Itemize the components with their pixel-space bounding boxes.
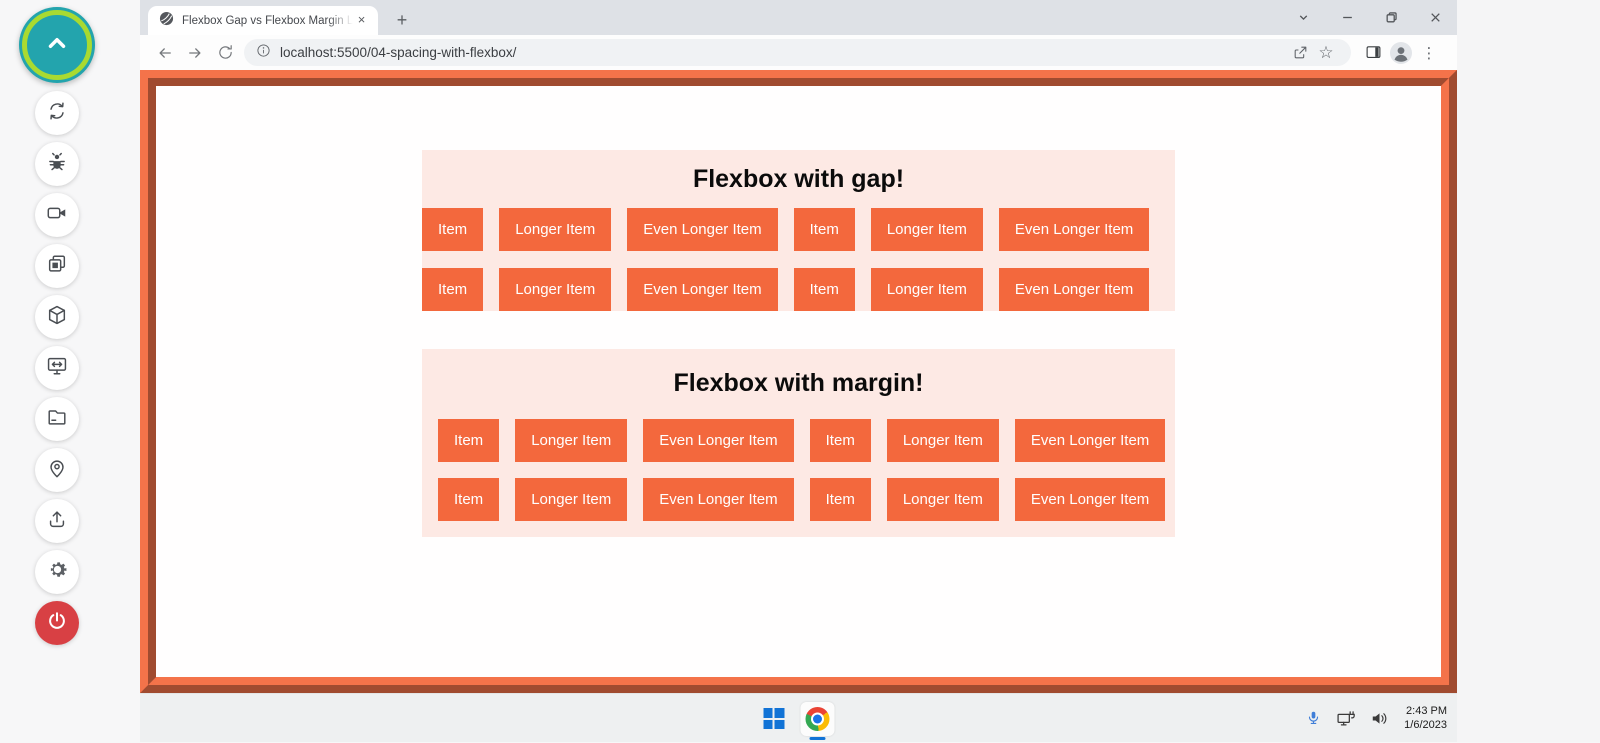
site-info-icon[interactable]	[256, 43, 271, 63]
video-camera-icon	[46, 202, 68, 229]
sync-button[interactable]	[35, 91, 79, 135]
bug-icon	[46, 151, 68, 178]
profile-avatar[interactable]	[1387, 39, 1415, 67]
power-icon	[46, 610, 68, 637]
flex-item: Even Longer Item	[1014, 419, 1166, 462]
margin-row-1: Item Longer Item Even Longer Item Item L…	[430, 411, 1167, 470]
flex-item: Item	[422, 268, 484, 311]
taskbar-clock[interactable]: 2:43 PM 1/6/2023	[1404, 705, 1451, 733]
side-panel-icon[interactable]	[1359, 39, 1387, 67]
address-bar[interactable]: localhost:5500/04-spacing-with-flexbox/ …	[244, 39, 1351, 66]
flex-item: Longer Item	[886, 478, 999, 521]
flex-item: Item	[793, 268, 855, 311]
flex-item: Longer Item	[870, 268, 983, 311]
location-button[interactable]	[35, 448, 79, 492]
clock-date: 1/6/2023	[1404, 718, 1447, 731]
location-pin-icon	[46, 457, 68, 484]
flex-item: Even Longer Item	[1014, 478, 1166, 521]
flex-item: Even Longer Item	[627, 208, 778, 251]
flex-item: Item	[438, 478, 500, 521]
record-video-button[interactable]	[35, 193, 79, 237]
system-tray: 2:43 PM 1/6/2023	[1301, 694, 1451, 743]
tab-title: Flexbox Gap vs Flexbox Margin L	[182, 14, 353, 27]
recorder-sidebar	[0, 0, 140, 742]
globe-favicon-icon	[159, 11, 174, 31]
flexbox-margin-section: Flexbox with margin! Item Longer Item Ev…	[422, 349, 1175, 537]
microphone-icon[interactable]	[1301, 710, 1325, 727]
bookmark-star-icon[interactable]: ☆	[1318, 42, 1334, 62]
chevron-down-icon[interactable]	[1281, 0, 1325, 35]
captured-screen: Flexbox Gap vs Flexbox Margin L × +	[140, 0, 1457, 742]
bug-button[interactable]	[35, 142, 79, 186]
flex-item: Item	[809, 478, 871, 521]
flex-item: Longer Item	[499, 208, 612, 251]
chrome-taskbar-button[interactable]	[800, 701, 834, 740]
browser-menu-icon[interactable]: ⋮	[1421, 44, 1437, 62]
folder-button[interactable]	[35, 397, 79, 441]
recorder-toggle-button[interactable]	[19, 7, 95, 83]
reload-icon[interactable]	[210, 39, 240, 67]
flex-item: Even Longer Item	[998, 268, 1150, 311]
sync-icon	[46, 100, 68, 127]
upload-icon	[46, 508, 68, 535]
back-icon[interactable]	[150, 39, 180, 67]
upload-button[interactable]	[35, 499, 79, 543]
package-button[interactable]	[35, 295, 79, 339]
active-app-indicator	[809, 736, 825, 740]
flex-item: Item	[809, 419, 871, 462]
flex-item: Item	[793, 208, 855, 251]
forward-icon[interactable]	[180, 39, 210, 67]
browser-tab-strip: Flexbox Gap vs Flexbox Margin L × +	[140, 0, 1457, 35]
margin-section-title: Flexbox with margin!	[673, 369, 924, 397]
gap-row-1: Item Longer Item Even Longer Item Item L…	[422, 208, 1175, 251]
new-tab-button[interactable]: +	[396, 10, 408, 30]
flex-item: Even Longer Item	[998, 208, 1150, 251]
flex-item: Even Longer Item	[643, 419, 794, 462]
flex-item: Longer Item	[870, 208, 983, 251]
flex-item: Item	[422, 208, 484, 251]
page-content: Flexbox with gap! Item Longer Item Even …	[156, 86, 1441, 537]
power-button[interactable]	[35, 601, 79, 645]
chevron-up-icon	[44, 30, 70, 61]
screenshots-icon	[46, 253, 68, 280]
screen-size-icon	[46, 355, 68, 382]
flex-item: Longer Item	[499, 268, 612, 311]
gap-row-2: Item Longer Item Even Longer Item Item L…	[422, 268, 1175, 311]
speaker-icon[interactable]	[1367, 709, 1391, 728]
flex-item: Even Longer Item	[627, 268, 778, 311]
flex-item: Longer Item	[515, 419, 628, 462]
windows-start-icon[interactable]	[763, 708, 784, 729]
flex-item: Even Longer Item	[643, 478, 794, 521]
screen-size-button[interactable]	[35, 346, 79, 390]
close-icon[interactable]	[1413, 0, 1457, 35]
page-viewport: Flexbox with gap! Item Longer Item Even …	[140, 70, 1457, 693]
settings-button[interactable]	[35, 550, 79, 594]
clock-time: 2:43 PM	[1406, 704, 1447, 717]
flex-item: Longer Item	[515, 478, 628, 521]
minimize-icon[interactable]	[1325, 0, 1369, 35]
gap-section-title: Flexbox with gap!	[692, 165, 905, 193]
tab-close-icon[interactable]: ×	[357, 12, 366, 27]
share-icon[interactable]	[1287, 44, 1313, 61]
windows-taskbar: 2:43 PM 1/6/2023	[140, 693, 1457, 742]
window-controls	[1281, 0, 1457, 35]
chrome-icon	[805, 706, 829, 731]
url-text: localhost:5500/04-spacing-with-flexbox/	[280, 45, 517, 60]
cube-icon	[46, 304, 68, 331]
display-network-icon[interactable]	[1334, 709, 1358, 729]
desktop-background	[1457, 0, 1600, 742]
margin-row-2: Item Longer Item Even Longer Item Item L…	[430, 470, 1167, 529]
taskbar-center	[763, 694, 834, 743]
flex-item: Item	[438, 419, 500, 462]
tomato-ridge-frame: Flexbox with gap! Item Longer Item Even …	[140, 70, 1457, 693]
gear-icon	[46, 558, 69, 586]
browser-toolbar: localhost:5500/04-spacing-with-flexbox/ …	[140, 35, 1457, 70]
screenshots-button[interactable]	[35, 244, 79, 288]
flexbox-gap-section: Flexbox with gap! Item Longer Item Even …	[422, 150, 1175, 311]
restore-icon[interactable]	[1369, 0, 1413, 35]
browser-tab[interactable]: Flexbox Gap vs Flexbox Margin L ×	[148, 6, 378, 35]
folder-icon	[46, 406, 68, 433]
flex-item: Longer Item	[886, 419, 999, 462]
